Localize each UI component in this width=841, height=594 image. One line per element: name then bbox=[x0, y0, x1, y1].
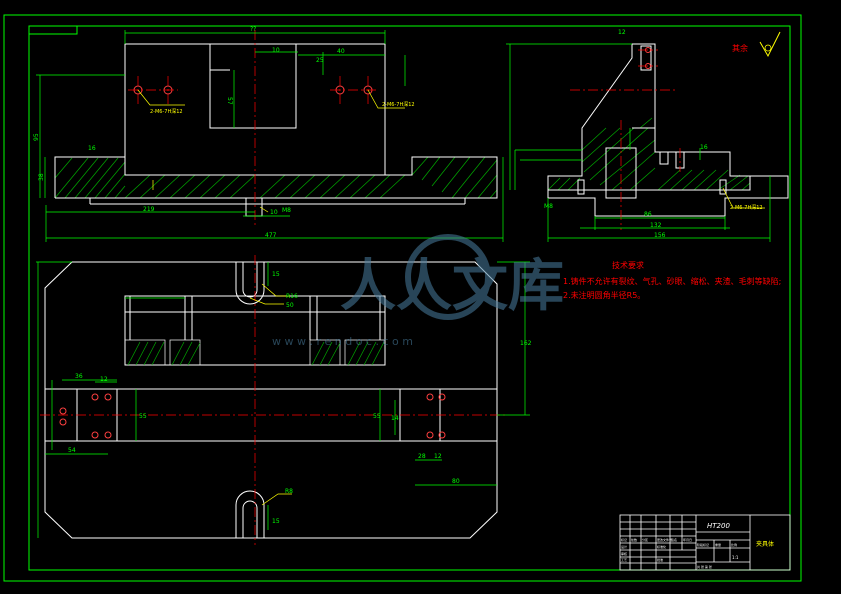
watermark-chars: 人人文库 bbox=[340, 254, 564, 319]
watermark-url: w w w . r e n d o c . c o m bbox=[272, 335, 413, 348]
dim-height-57: 57 bbox=[226, 97, 233, 105]
front-dimensions bbox=[36, 30, 504, 242]
tb-label-date: 年月日 bbox=[683, 537, 692, 542]
side-hole-note: 2-M6-7H深12 bbox=[730, 204, 763, 211]
dim-top-sub: 40 bbox=[337, 48, 345, 55]
notes-title: 技术要求 bbox=[612, 260, 644, 270]
hole-note-left: 2-M6-7H深12 bbox=[150, 108, 183, 115]
plan-centerlines bbox=[40, 255, 505, 545]
plan-dimensions bbox=[36, 261, 530, 538]
tb-label-zone: 分区 bbox=[642, 537, 648, 542]
tb-label-change: 更改文件号 bbox=[657, 537, 672, 542]
drawing-frame bbox=[3, 14, 802, 582]
tb-label-approve: 批准 bbox=[657, 557, 663, 562]
dim-bottom-219: 219 bbox=[143, 206, 155, 213]
dim-side-86: 86 bbox=[644, 211, 652, 218]
tb-label-process: 工艺 bbox=[621, 557, 627, 562]
title-block-ratio: 1:1 bbox=[732, 555, 739, 560]
roughness-label: 其余 bbox=[732, 43, 748, 53]
dim-plan-54: 54 bbox=[68, 447, 76, 454]
notes-line-2: 2.未注明圆角半径R5。 bbox=[563, 290, 645, 300]
side-centerlines bbox=[570, 49, 681, 230]
title-block-material: HT200 bbox=[707, 522, 730, 530]
tb-label-sheets: 共 张 第 张 bbox=[697, 564, 712, 569]
front-leaders bbox=[137, 89, 405, 213]
side-dimensions bbox=[506, 43, 771, 242]
dim-plan-36: 36 bbox=[75, 373, 83, 380]
dim-plan-12: 12 bbox=[100, 376, 108, 383]
dim-top-10: 10 bbox=[272, 47, 280, 54]
watermark: 人人文库 w w w . r e n d o c . c o m bbox=[272, 234, 564, 348]
watermark-logo-icon bbox=[405, 234, 491, 320]
plan-view: 15 R16 50 36 12 55 54 55 14 28 12 80 162… bbox=[36, 255, 532, 545]
front-notes: 2-M6-7H深12 2-M6-7H深12 bbox=[150, 101, 415, 115]
dim-top-width: ?? bbox=[250, 26, 256, 33]
plan-leaders bbox=[249, 283, 292, 506]
dim-plan-80: 80 bbox=[452, 478, 460, 485]
dim-side-156: 156 bbox=[654, 232, 666, 239]
front-hatch bbox=[54, 156, 498, 199]
dim-flange-16: 16 bbox=[88, 145, 96, 152]
tb-label-count: 处数 bbox=[631, 537, 637, 542]
tb-label-design: 设计 bbox=[621, 544, 627, 549]
plan-dim-texts: 15 R16 50 36 12 55 54 55 14 28 12 80 162… bbox=[68, 271, 532, 525]
hole-note-right: 2-M6-7H深12 bbox=[382, 101, 415, 108]
tb-label-mark: 标记 bbox=[621, 537, 627, 542]
dim-plan-12b: 12 bbox=[434, 453, 442, 460]
side-view: 12 16 86 132 156 M8 2-M6-7H深12 其余 bbox=[506, 29, 789, 242]
side-leaders bbox=[722, 187, 765, 209]
dim-bottom-10: 10 bbox=[270, 209, 278, 216]
roughness-symbol: 其余 bbox=[732, 31, 781, 58]
dim-total-477: 477 bbox=[265, 232, 277, 239]
tb-label-standard: 标准化 bbox=[657, 544, 666, 549]
dim-plan-r16: R16 bbox=[286, 293, 298, 300]
title-block-labels: 标记 处数 分区 更改文件号 签名 年月日 设计 标准化 阶段标记 重量 比例 … bbox=[621, 537, 737, 569]
tb-label-sign: 签名 bbox=[671, 537, 677, 542]
side-notes: 2-M6-7H深12 bbox=[730, 204, 763, 211]
tb-label-weight: 重量 bbox=[715, 542, 721, 547]
front-dim-texts: ?? 10 40 25 57 95 38 16 219 10 M8 477 bbox=[33, 26, 345, 239]
dim-plan-55b: 55 bbox=[373, 413, 381, 420]
dim-plan-55: 55 bbox=[139, 413, 147, 420]
tb-label-ratio: 比例 bbox=[731, 542, 737, 547]
dim-left-38: 38 bbox=[38, 173, 45, 181]
technical-notes: 技术要求 1.铸件不允许有裂纹、气孔、砂眼、缩松、夹渣、毛刺等缺陷; 2.未注明… bbox=[563, 260, 781, 300]
plan-holes bbox=[59, 393, 446, 439]
title-block: HT200 夹具体 1:1 标记 处数 分区 更改文件号 签名 年月日 设计 标… bbox=[619, 514, 791, 571]
plan-hatch bbox=[124, 339, 386, 366]
dim-left-95: 95 bbox=[33, 133, 40, 141]
side-dim-texts: 12 16 86 132 156 M8 bbox=[544, 29, 708, 239]
dim-plan-50: 50 bbox=[286, 302, 294, 309]
dim-side-12: 12 bbox=[618, 29, 626, 36]
dim-plan-162: 162 bbox=[520, 340, 532, 347]
dim-plan-15b: 15 bbox=[272, 518, 280, 525]
front-centerlines bbox=[128, 30, 378, 225]
dim-side-16: 16 bbox=[700, 144, 708, 151]
dim-top-25: 25 bbox=[316, 57, 324, 64]
dim-plan-14: 14 bbox=[391, 415, 399, 422]
notes-line-1: 1.铸件不允许有裂纹、气孔、砂眼、缩松、夹渣、毛刺等缺陷; bbox=[563, 276, 781, 286]
dim-bottom-m8: M8 bbox=[282, 207, 291, 214]
dim-plan-r8: R8 bbox=[285, 488, 293, 495]
tb-label-stage: 阶段标记 bbox=[697, 542, 709, 547]
front-view: ?? 10 40 25 57 95 38 16 219 10 M8 477 2-… bbox=[33, 26, 504, 242]
tb-label-review: 审核 bbox=[621, 551, 627, 556]
dim-plan-15: 15 bbox=[272, 271, 280, 278]
dim-plan-28: 28 bbox=[418, 453, 426, 460]
dim-side-m8: M8 bbox=[544, 203, 553, 210]
roughness-check-icon bbox=[759, 31, 781, 58]
side-hatch bbox=[547, 117, 751, 191]
dim-side-132: 132 bbox=[650, 222, 662, 229]
title-block-part-name: 夹具体 bbox=[756, 540, 774, 548]
